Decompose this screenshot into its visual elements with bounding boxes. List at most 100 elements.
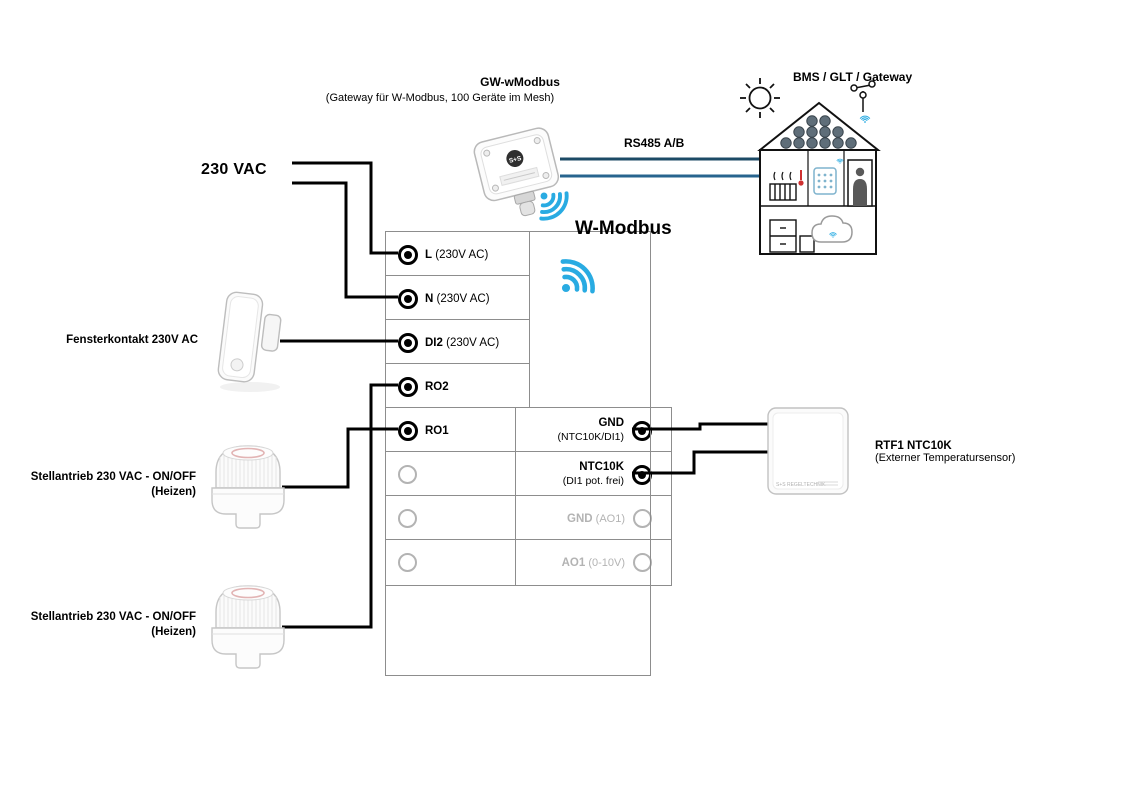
- weather-station-icon: [850, 80, 876, 112]
- terminal-cell-ao1: AO1 (0-10V): [515, 539, 672, 586]
- thermostat-icon: [813, 167, 837, 195]
- terminal-di2-text: DI2 (230V AC): [425, 337, 499, 349]
- wmodbus-wifi-icon: [560, 259, 595, 294]
- furniture-icon: [769, 219, 815, 253]
- terminal-ro1-icon: [398, 420, 418, 441]
- screw-icon: [491, 184, 499, 192]
- unused-terminal-icon: [398, 509, 417, 528]
- wire-n: [292, 181, 398, 299]
- rtf1-sub: (Externer Temperatursensor): [875, 452, 1016, 464]
- sun-icon: [740, 78, 780, 118]
- bms-illustration: [740, 78, 881, 255]
- cloud-icon: [811, 215, 853, 243]
- radiator-icon: [769, 171, 797, 201]
- actuator-device: [211, 445, 285, 529]
- terminal-ao1-text: AO1 (0-10V): [562, 557, 625, 569]
- terminal-gnd-text: GND (NTC10K/DI1): [557, 417, 624, 443]
- terminal-gnd-ao1-sub: (AO1): [595, 512, 625, 525]
- terminal-n-sub: (230V AC): [436, 292, 490, 305]
- house-body: [759, 149, 877, 255]
- terminal-dot: [404, 338, 412, 347]
- svg-text:S+S REGELTECHNIK: S+S REGELTECHNIK: [776, 482, 826, 488]
- terminal-ro1-text: RO1: [425, 425, 449, 437]
- terminal-dot: [404, 250, 412, 259]
- terminal-gnd-label: GND: [598, 417, 624, 430]
- bms-label: BMS / GLT / Gateway: [793, 70, 913, 84]
- terminal-dot: [404, 382, 412, 391]
- screw-icon: [483, 149, 491, 157]
- wifi-icon: [836, 158, 844, 164]
- window-contact-device: [217, 291, 282, 392]
- thermometer-icon: [798, 170, 804, 186]
- terminal-cell-l: L (230V AC): [385, 231, 530, 278]
- person-icon: [847, 159, 873, 207]
- brand-logo: [506, 150, 524, 168]
- actuator-2-label: Stellantrieb 230 VAC - ON/OFF (Heizen): [0, 610, 196, 640]
- wire-l: [292, 161, 398, 255]
- screw-icon: [533, 137, 541, 145]
- terminal-dot: [638, 470, 646, 479]
- unused-terminal-icon: [398, 553, 417, 572]
- actuator-2-name: Stellantrieb 230 VAC - ON/OFF: [30, 611, 196, 623]
- wifi-icon: [859, 115, 871, 123]
- terminal-di2-sub: (230V AC): [446, 336, 500, 349]
- terminal-cell-ntc10k: NTC10K (DI1 pot. frei): [515, 451, 672, 498]
- terminal-ntc10k-label: NTC10K: [579, 461, 624, 474]
- vent-slots: [818, 481, 838, 486]
- terminal-ro2-label: RO2: [425, 380, 449, 393]
- terminal-ntc10k-sub: (DI1 pot. frei): [562, 475, 624, 488]
- terminal-ao1-label: AO1: [561, 556, 586, 569]
- terminal-cell-gnd: GND (NTC10K/DI1): [515, 407, 672, 454]
- terminal-ntc10k-text: NTC10K (DI1 pot. frei): [563, 461, 624, 487]
- terminal-l-text: L (230V AC): [425, 249, 488, 261]
- terminal-dot: [404, 426, 412, 435]
- terminal-ao1-icon: [633, 553, 652, 572]
- actuator-1-name: Stellantrieb 230 VAC - ON/OFF: [30, 471, 196, 483]
- temperature-sensor-device: S+S REGELTECHNIK: [767, 407, 849, 495]
- cable-gland-icon: [513, 190, 536, 205]
- terminal-dot: [638, 426, 646, 435]
- terminal-l-sub: (230V AC): [435, 248, 489, 261]
- terminal-gnd-ao1-label: GND: [567, 512, 593, 525]
- actuator-ring: [231, 447, 265, 459]
- gateway-wifi-icon: [539, 191, 569, 221]
- power-label: 230 VAC: [201, 161, 267, 178]
- terminal-cell-unused-1: [385, 451, 530, 498]
- wire-ro2: [282, 383, 398, 629]
- terminal-cell-gnd-ao1: GND (AO1): [515, 495, 672, 542]
- actuator-device: [211, 585, 285, 669]
- sensor-button-icon: [230, 358, 244, 372]
- actuator-ring: [231, 587, 265, 599]
- actuator-2-sub: (Heizen): [151, 625, 196, 638]
- gateway-device: S+S: [473, 127, 560, 217]
- terminal-ro2-icon: [398, 376, 418, 397]
- terminal-ao1-sub: (0-10V): [588, 556, 625, 569]
- gateway-subtitle: (Gateway für W-Modbus, 100 Geräte im Mes…: [325, 92, 555, 104]
- terminal-ntc10k-icon: [632, 464, 652, 485]
- protocol-label: W-Modbus: [575, 218, 672, 239]
- terminal-cell-di2: DI2 (230V AC): [385, 319, 530, 366]
- terminal-l-icon: [398, 244, 418, 265]
- terminal-cell-n: N (230V AC): [385, 275, 530, 322]
- terminal-n-label: N: [425, 292, 434, 305]
- gateway-title: GW-wModbus: [480, 75, 560, 89]
- svg-text:S+S: S+S: [508, 155, 522, 165]
- magnet-part: [260, 313, 282, 352]
- terminal-ro1-label: RO1: [425, 424, 449, 437]
- terminal-gnd-ao1-text: GND (AO1): [567, 513, 625, 525]
- terminal-di2-icon: [398, 332, 418, 353]
- window-contact-label: Fensterkontakt 230V AC: [66, 334, 198, 346]
- terminal-cell-ro1: RO1: [385, 407, 530, 454]
- terminal-gnd-sub: (NTC10K/DI1): [557, 431, 624, 444]
- device-label-strip: [499, 166, 540, 187]
- terminal-dot: [404, 294, 412, 303]
- terminal-cell-ro2: RO2: [385, 363, 530, 410]
- wire-ro1: [282, 427, 398, 489]
- terminal-l-label: L: [425, 248, 433, 261]
- cable-gland-icon: [519, 200, 536, 217]
- solar-panel-icon: [780, 115, 857, 149]
- roof: [757, 101, 881, 151]
- terminal-gnd-ao1-icon: [633, 509, 652, 528]
